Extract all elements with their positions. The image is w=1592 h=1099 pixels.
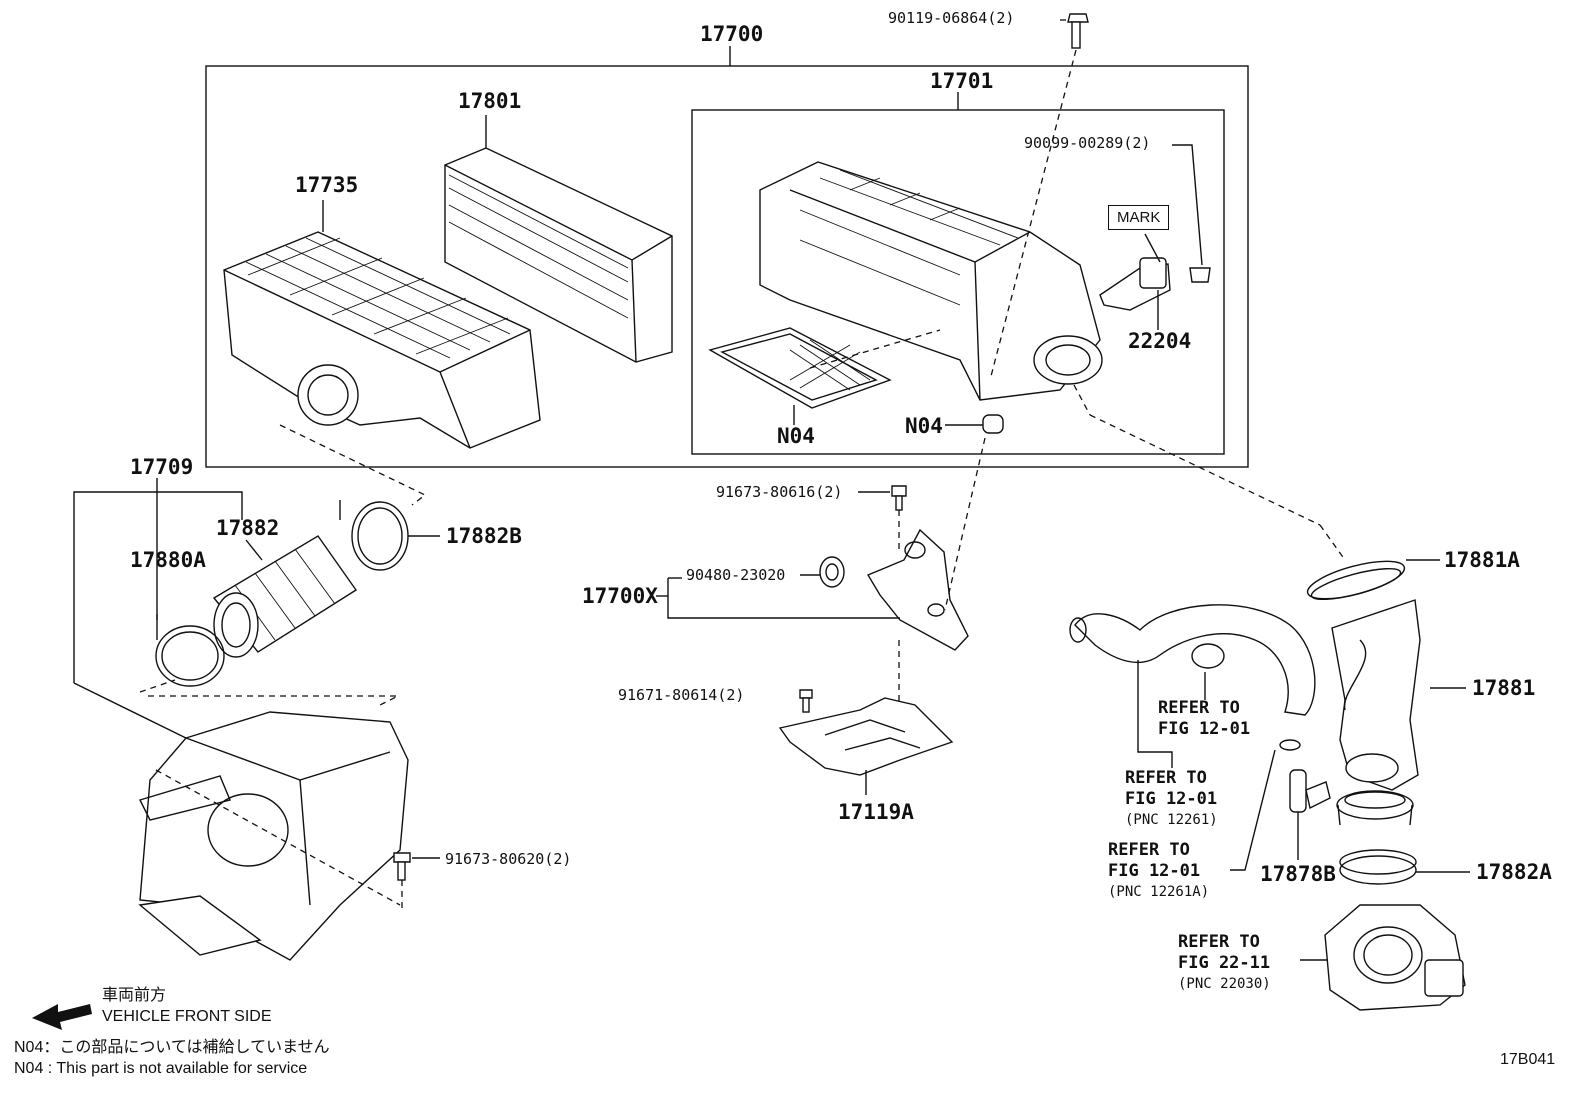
part-label-17801: 17801 <box>458 89 522 113</box>
part-label-n04-grommet: N04 <box>905 414 943 438</box>
refer-note-4: REFER TO FIG 22-11 (PNC 22030) <box>1178 932 1271 995</box>
screw-90099-drawing <box>1189 267 1211 283</box>
front-arrow-icon <box>32 1004 92 1030</box>
part-label-17882a: 17882A <box>1476 860 1552 884</box>
assembly-frame-17700 <box>205 65 1249 468</box>
refer-note-3-line3: (PNC 12261A) <box>1108 884 1210 900</box>
refer-note-1-line2: FIG 12-01 <box>1158 719 1251 739</box>
refer-note-3: REFER TO FIG 12-01 (PNC 12261A) <box>1108 840 1209 903</box>
part-label-22204: 22204 <box>1128 329 1192 353</box>
diagram-code: 17B041 <box>1500 1051 1556 1068</box>
refer-note-2-line3: (PNC 12261) <box>1125 812 1218 828</box>
vehicle-front-en: VEHICLE FRONT SIDE <box>102 1008 272 1025</box>
part-label-17709: 17709 <box>130 455 194 479</box>
part-label-n04-gasket: N04 <box>777 424 815 448</box>
refer-note-2: REFER TO FIG 12-01 (PNC 12261) <box>1125 768 1218 831</box>
intake-hose-17882-drawing <box>212 535 357 658</box>
air-flow-meter-drawing <box>1099 257 1171 311</box>
refer-note-4-line1: REFER TO <box>1178 932 1260 952</box>
hose-17878b-drawing <box>1289 769 1331 813</box>
grommet-n04-drawing <box>982 414 1004 434</box>
refer-note-4-line2: FIG 22-11 <box>1178 953 1271 973</box>
part-label-90099-00289: 90099-00289(2) <box>1024 134 1151 152</box>
bracket-17119a-drawing <box>778 697 954 776</box>
refer-note-1: REFER TO FIG 12-01 <box>1158 698 1250 740</box>
part-label-17735: 17735 <box>295 173 359 197</box>
gasket-n04-drawing <box>708 327 892 409</box>
part-label-17119a: 17119A <box>838 800 914 824</box>
part-label-17878b: 17878B <box>1260 862 1336 886</box>
air-filter-element-drawing <box>444 115 673 363</box>
part-label-91671-80614: 91671-80614(2) <box>618 686 745 704</box>
n04-note-jp: N04：この部品については補給していません <box>14 1039 330 1056</box>
n04-note-en: N04 : This part is not available for ser… <box>14 1060 308 1077</box>
intake-pipe-17881-drawing <box>1331 599 1421 826</box>
bolt-90119-drawing <box>1067 13 1089 49</box>
bolt-91671-drawing <box>799 689 813 699</box>
clamp-17882a-drawing <box>1339 855 1417 885</box>
refer-note-4-line3: (PNC 22030) <box>1178 976 1271 992</box>
part-label-17880a: 17880A <box>130 548 206 572</box>
mark-label: MARK <box>1108 205 1170 230</box>
refer-note-3-line2: FIG 12-01 <box>1108 861 1201 881</box>
clamp-17882b-drawing <box>351 501 409 571</box>
air-cleaner-upper-case-drawing <box>759 161 1103 401</box>
part-label-17701: 17701 <box>930 69 994 93</box>
part-label-90119-06864: 90119-06864(2) <box>888 9 1015 27</box>
vehicle-front-jp: 車両前方 <box>102 987 167 1004</box>
clamp-17880a-drawing <box>155 625 225 687</box>
part-label-17881a: 17881A <box>1444 548 1520 572</box>
part-label-17700x: 17700X <box>582 584 658 608</box>
part-label-17881: 17881 <box>1472 676 1536 700</box>
bracket-drawing <box>866 528 969 651</box>
refer-note-2-line1: REFER TO <box>1125 768 1207 788</box>
refer-note-3-line1: REFER TO <box>1108 840 1190 860</box>
grommet-90480-drawing <box>819 556 845 588</box>
part-label-17882: 17882 <box>216 516 280 540</box>
part-label-91673-80616: 91673-80616(2) <box>716 483 843 501</box>
part-label-17700: 17700 <box>700 22 764 46</box>
throttle-body-drawing <box>1324 904 1466 1011</box>
part-label-17882b: 17882B <box>446 524 522 548</box>
part-label-91673-80620: 91673-80620(2) <box>445 850 572 868</box>
refer-note-1-line1: REFER TO <box>1158 698 1240 718</box>
refer-note-2-line2: FIG 12-01 <box>1125 789 1218 809</box>
part-label-90480-23020: 90480-23020 <box>686 566 786 584</box>
air-cleaner-lower-case-drawing <box>223 200 541 449</box>
bolt-91673-80616-drawing <box>891 485 907 497</box>
bolt-91673-80620-drawing <box>393 852 411 863</box>
ventilation-hose-drawing <box>1069 604 1316 716</box>
